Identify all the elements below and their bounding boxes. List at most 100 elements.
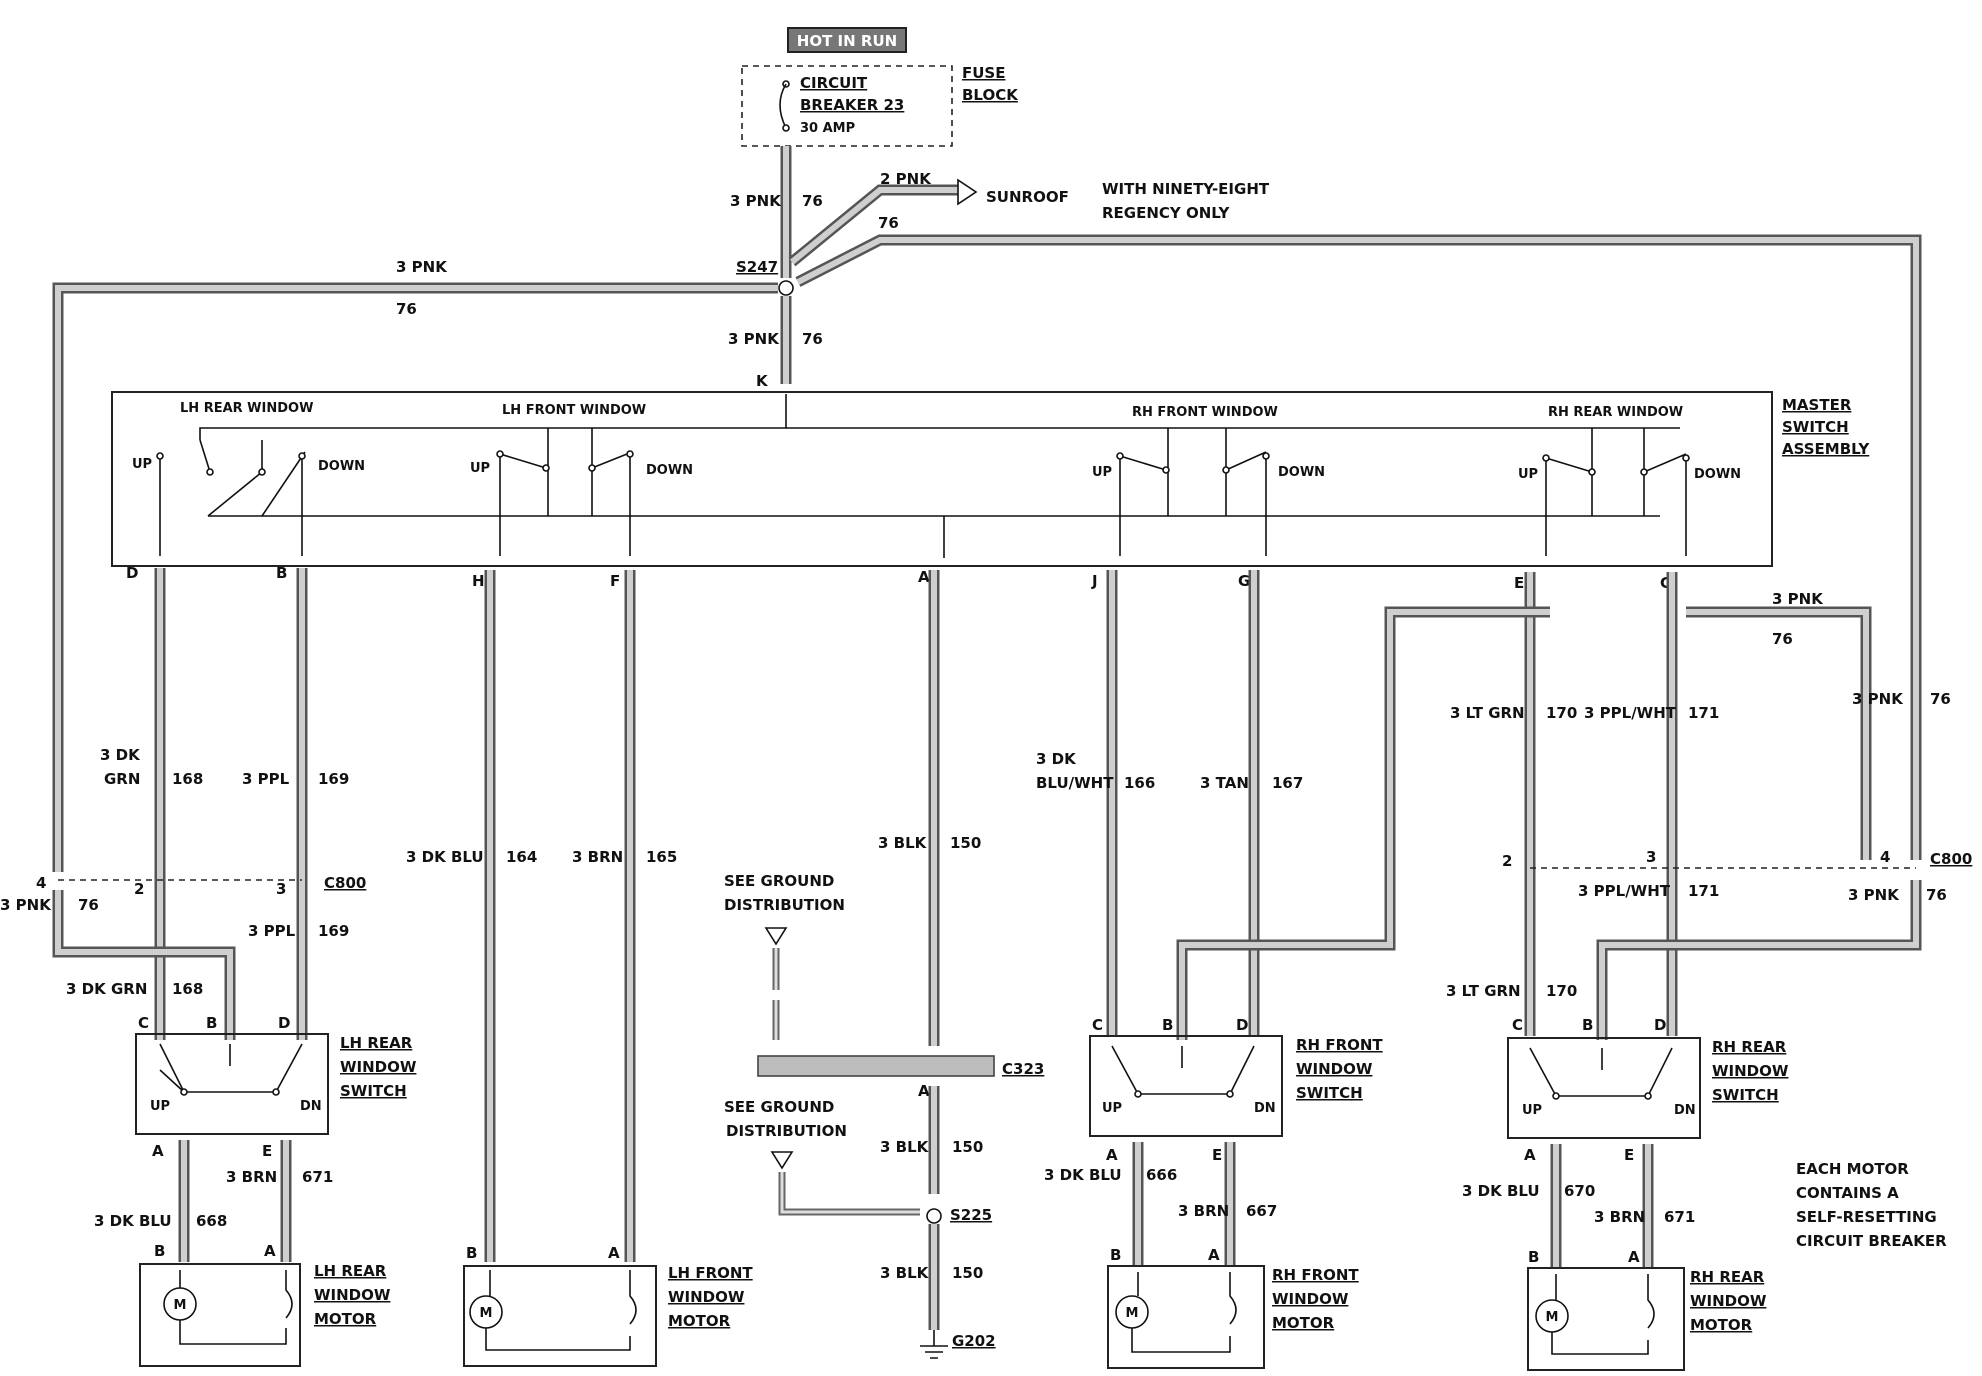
- svg-text:WINDOW: WINDOW: [1712, 1062, 1789, 1080]
- svg-text:SWITCH: SWITCH: [1296, 1084, 1363, 1102]
- wire-168-gauge: 3 DK: [100, 746, 141, 764]
- wire-165-gauge: 3 BRN: [572, 848, 623, 866]
- wire-170-circuit: 170: [1546, 704, 1577, 722]
- wire-171-circuit: 171: [1688, 704, 1719, 722]
- connector-c800-right: C800: [1930, 850, 1972, 868]
- svg-text:3 BRN: 3 BRN: [226, 1168, 277, 1186]
- svg-text:SWITCH: SWITCH: [1712, 1086, 1779, 1104]
- svg-text:F: F: [610, 572, 620, 590]
- svg-text:J: J: [1091, 572, 1098, 590]
- svg-text:B: B: [1528, 1248, 1539, 1266]
- svg-text:2: 2: [134, 880, 144, 898]
- svg-text:3 LT GRN: 3 LT GRN: [1446, 982, 1521, 1000]
- svg-text:DN: DN: [300, 1099, 322, 1114]
- lh-rear-window-switch: UP DN C B D A E LH REAR WINDOW SWITCH: [135, 1014, 417, 1160]
- rh-feed-gauge: 3 PNK: [1772, 590, 1824, 608]
- master-lh-front-label: LH FRONT WINDOW: [502, 403, 646, 418]
- svg-text:DN: DN: [1674, 1103, 1696, 1118]
- svg-text:670: 670: [1564, 1182, 1595, 1200]
- svg-text:4: 4: [1880, 848, 1890, 866]
- connector-c800-left: C800: [324, 874, 366, 892]
- svg-text:UP: UP: [132, 457, 152, 472]
- ground-distribution-arrow-icon: [764, 927, 788, 946]
- ground-see-1: SEE GROUND: [724, 872, 834, 890]
- hot-in-run-label: HOT IN RUN: [797, 32, 897, 50]
- svg-text:B: B: [1162, 1016, 1173, 1034]
- svg-text:UP: UP: [150, 1099, 170, 1114]
- master-lh-front-switch: UP DOWN: [470, 428, 693, 556]
- svg-text:D: D: [126, 564, 138, 582]
- svg-text:B: B: [1582, 1016, 1593, 1034]
- svg-text:3 BLK: 3 BLK: [880, 1264, 930, 1282]
- svg-text:RH FRONT: RH FRONT: [1296, 1036, 1383, 1054]
- svg-text:M: M: [1126, 1306, 1139, 1321]
- master-lh-rear-switch: UP DOWN: [132, 439, 365, 556]
- svg-text:3 PPL/WHT: 3 PPL/WHT: [1578, 882, 1671, 900]
- svg-text:DOWN: DOWN: [318, 459, 365, 474]
- svg-text:B: B: [1110, 1246, 1121, 1264]
- svg-text:MOTOR: MOTOR: [668, 1312, 731, 1330]
- svg-text:A: A: [1524, 1146, 1536, 1164]
- svg-text:4: 4: [36, 874, 46, 892]
- svg-text:A: A: [1106, 1146, 1118, 1164]
- motor-note-line2: CONTAINS A: [1796, 1184, 1899, 1202]
- svg-text:RH REAR: RH REAR: [1690, 1268, 1765, 1286]
- rh-front-window-motor: M B A RH FRONT WINDOW MOTOR: [1107, 1246, 1359, 1369]
- svg-text:UP: UP: [1518, 467, 1538, 482]
- svg-text:171: 171: [1688, 882, 1719, 900]
- splice-s225: [926, 1208, 942, 1224]
- pin-k: K: [756, 372, 769, 390]
- svg-text:E: E: [1624, 1146, 1634, 1164]
- svg-text:3 DK GRN: 3 DK GRN: [66, 980, 147, 998]
- svg-text:3 PPL: 3 PPL: [248, 922, 296, 940]
- master-rh-rear-switch: UP DOWN: [1518, 428, 1741, 556]
- wire-164-circuit: 164: [506, 848, 537, 866]
- wire-167-circuit: 167: [1272, 774, 1303, 792]
- svg-text:MOTOR: MOTOR: [314, 1310, 377, 1328]
- svg-text:RH FRONT: RH FRONT: [1272, 1266, 1359, 1284]
- wire-166-circuit: 166: [1124, 774, 1155, 792]
- svg-text:E: E: [1212, 1146, 1222, 1164]
- sunroof-note-line2: REGENCY ONLY: [1102, 204, 1231, 222]
- rh-rear-window-switch: UP DN C B D A E RH REAR WINDOW SWITCH: [1507, 1016, 1789, 1164]
- svg-text:WINDOW: WINDOW: [1272, 1290, 1349, 1308]
- feed-circuit: 76: [802, 192, 823, 210]
- svg-text:WINDOW: WINDOW: [1296, 1060, 1373, 1078]
- svg-text:LH REAR: LH REAR: [314, 1262, 387, 1280]
- master-switch-title: MASTER: [1782, 396, 1852, 414]
- wire-150-gauge: 3 BLK: [878, 834, 928, 852]
- wire-168-circuit: 168: [172, 770, 203, 788]
- wire-166-color: BLU/WHT: [1036, 774, 1114, 792]
- wire-150-circuit: 150: [950, 834, 981, 852]
- ground-see-2b: DISTRIBUTION: [726, 1122, 847, 1140]
- svg-text:A: A: [264, 1242, 276, 1260]
- svg-text:C: C: [1512, 1016, 1523, 1034]
- svg-text:MOTOR: MOTOR: [1272, 1314, 1335, 1332]
- svg-text:A: A: [1208, 1246, 1220, 1264]
- wire-171-gauge: 3 PPL/WHT: [1584, 704, 1677, 722]
- splice-s247-label: S247: [736, 258, 778, 276]
- svg-text:A: A: [918, 568, 930, 586]
- master-rh-front-switch: UP DOWN: [1092, 428, 1325, 556]
- svg-text:M: M: [480, 1306, 493, 1321]
- svg-text:3: 3: [276, 880, 286, 898]
- master-rh-rear-label: RH REAR WINDOW: [1548, 405, 1683, 420]
- ground-see-1b: DISTRIBUTION: [724, 896, 845, 914]
- master-lh-rear-label: LH REAR WINDOW: [180, 401, 313, 416]
- svg-text:170: 170: [1546, 982, 1577, 1000]
- feed-gauge: 3 PNK: [730, 192, 782, 210]
- svg-text:671: 671: [1664, 1208, 1695, 1226]
- svg-text:M: M: [174, 1298, 187, 1313]
- master-rh-front-label: RH FRONT WINDOW: [1132, 405, 1278, 420]
- svg-text:UP: UP: [1522, 1103, 1542, 1118]
- svg-text:668: 668: [196, 1212, 227, 1230]
- left-feed-gauge: 3 PNK: [396, 258, 448, 276]
- svg-text:E: E: [1514, 574, 1524, 592]
- svg-text:A: A: [1628, 1248, 1640, 1266]
- svg-text:3 BRN: 3 BRN: [1178, 1202, 1229, 1220]
- svg-text:666: 666: [1146, 1166, 1177, 1184]
- master-pins: D B H F A J G E C: [126, 564, 1671, 592]
- sunroof-note-line1: WITH NINETY-EIGHT: [1102, 180, 1270, 198]
- ground-see-2: SEE GROUND: [724, 1098, 834, 1116]
